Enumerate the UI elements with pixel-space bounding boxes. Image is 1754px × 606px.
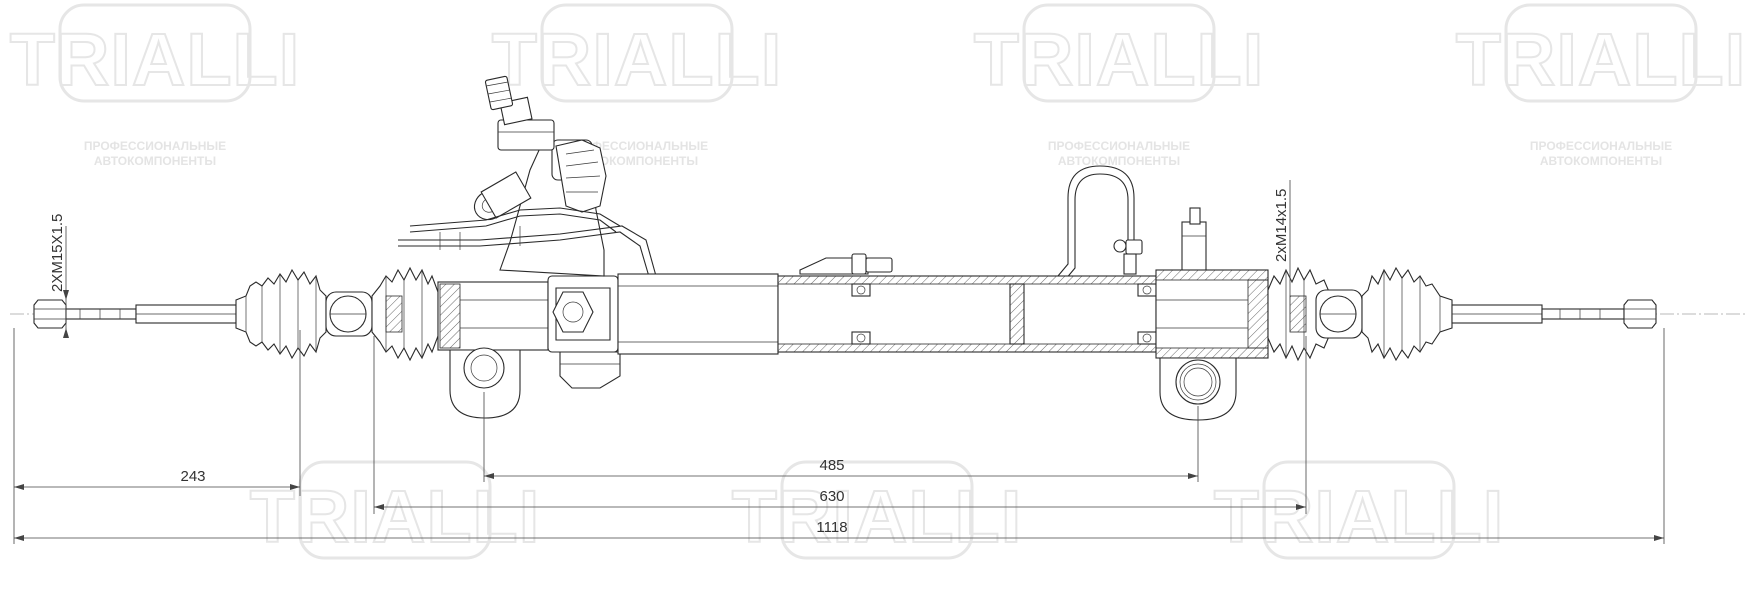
right-rod-thread — [1541, 308, 1625, 320]
power-cylinder — [777, 275, 1157, 353]
right-tie-rod — [1451, 299, 1657, 329]
dimension-485: 485 — [484, 457, 1198, 479]
watermark-tagline: ПРОФЕССИОНАЛЬНЫЕ — [1048, 139, 1190, 153]
watermark-tagline: АВТОКОМПОНЕНТЫ — [94, 154, 216, 168]
watermark-top-2: TRIALLI ПРОФЕССИОНАЛЬНЫЕ АВТОКОМПОНЕНТЫ — [491, 3, 783, 168]
thread-callout-right: 2xM14x1.5 — [1273, 180, 1291, 296]
watermark-tagline: АВТОКОМПОНЕНТЫ — [576, 154, 698, 168]
right-hex-nut — [1623, 299, 1657, 329]
thread-label-right: 2xM14x1.5 — [1273, 189, 1290, 262]
watermark-brand: TRIALLI — [1214, 475, 1505, 558]
right-ball-joint — [1315, 289, 1363, 339]
watermark-brand: TRIALLI — [732, 475, 1023, 558]
right-boot-inner — [1267, 266, 1331, 362]
left-tie-rod — [33, 299, 237, 329]
valve-body — [473, 75, 621, 389]
watermarks: TRIALLI ПРОФЕССИОНАЛЬНЫЕ АВТОКОМПОНЕНТЫ … — [9, 3, 1747, 560]
right-boot-outer — [1361, 266, 1453, 362]
watermark-tagline: ПРОФЕССИОНАЛЬНЫЕ — [84, 139, 226, 153]
watermark-top-3: TRIALLI ПРОФЕССИОНАЛЬНЫЕ АВТОКОМПОНЕНТЫ — [973, 3, 1265, 168]
rack-housing-left — [437, 281, 549, 419]
watermark-tagline: ПРОФЕССИОНАЛЬНЫЕ — [1530, 139, 1672, 153]
rack-housing-right — [1155, 269, 1269, 421]
dimension-label: 1118 — [816, 519, 847, 536]
dimension-630: 630 — [374, 488, 1306, 510]
left-boot-inner — [371, 266, 439, 362]
bleed-fitting — [1181, 221, 1207, 275]
watermark-top-4: TRIALLI ПРОФЕССИОНАЛЬНЫЕ АВТОКОМПОНЕНТЫ — [1455, 3, 1747, 168]
watermark-brand: TRIALLI — [492, 18, 783, 101]
watermark-brand: TRIALLI — [974, 18, 1265, 101]
dimension-label: 243 — [180, 468, 205, 485]
rack-tube-left — [617, 273, 779, 355]
watermark-top-1: TRIALLI ПРОФЕССИОНАЛЬНЫЕ АВТОКОМПОНЕНТЫ — [9, 3, 301, 168]
watermark-tagline: АВТОКОМПОНЕНТЫ — [1058, 154, 1180, 168]
rack-tube — [617, 207, 1207, 355]
watermark-brand: TRIALLI — [10, 18, 301, 101]
watermark-brand: TRIALLI — [250, 475, 541, 558]
left-rod-thread — [65, 308, 137, 320]
dimension-243: 243 — [14, 468, 300, 490]
watermark-brand: TRIALLI — [1456, 18, 1747, 101]
left-boot-outer — [235, 268, 327, 360]
extension-lines — [13, 328, 1665, 544]
thread-callout-left: 2XM15X1.5 — [49, 214, 69, 338]
dimension-label: 485 — [819, 457, 844, 474]
watermark-bottom-1: TRIALLI — [249, 460, 541, 560]
watermark-tagline: АВТОКОМПОНЕНТЫ — [1540, 154, 1662, 168]
pinion-hex — [552, 291, 594, 333]
watermark-tagline: ПРОФЕССИОНАЛЬНЫЕ — [566, 139, 708, 153]
left-hex-nut — [33, 299, 67, 329]
watermark-bottom-3: TRIALLI — [1213, 460, 1505, 560]
dimension-label: 630 — [819, 488, 844, 505]
dimension-1118: 1118 — [14, 519, 1664, 541]
left-ball-joint — [325, 291, 373, 337]
thread-label-left: 2XM15X1.5 — [49, 214, 66, 292]
watermark-bottom-2: TRIALLI — [731, 460, 1023, 560]
